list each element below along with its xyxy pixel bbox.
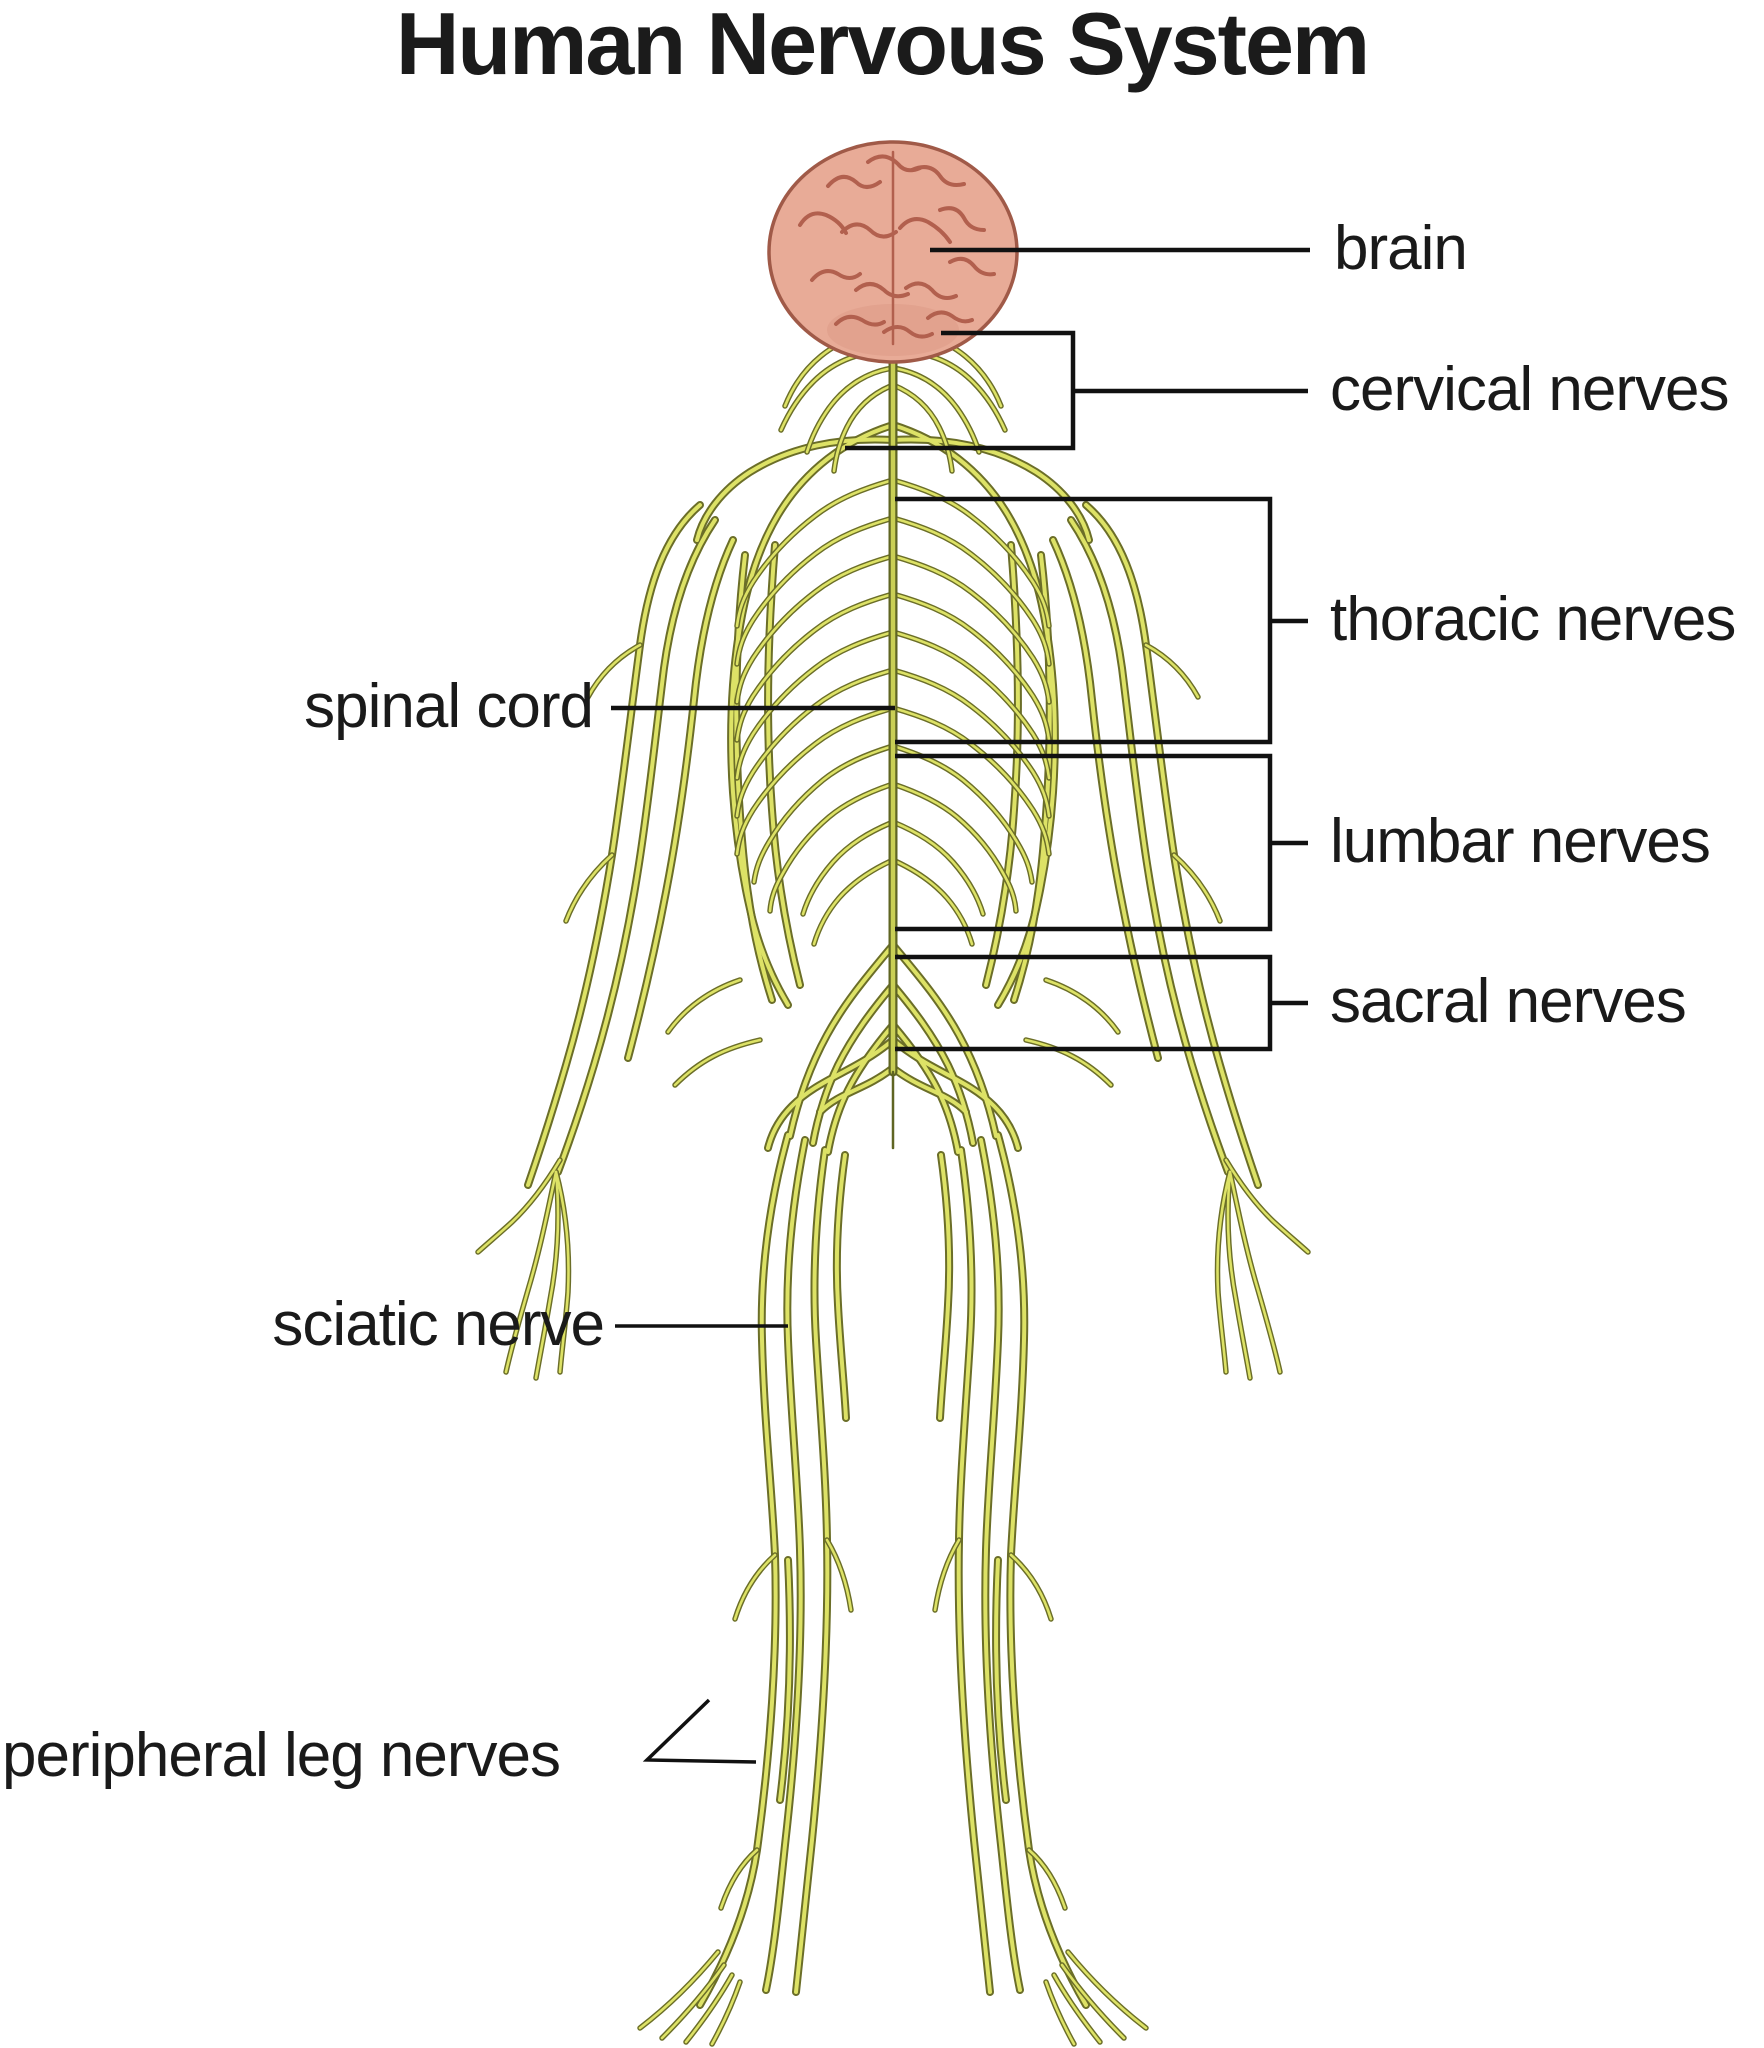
label-lumbar-nerves: lumbar nerves: [1330, 806, 1711, 876]
label-thoracic-nerves: thoracic nerves: [1330, 584, 1736, 654]
label-sciatic-nerve: sciatic nerve: [272, 1289, 605, 1359]
body-nerves-right: [893, 321, 1308, 2044]
label-cervical-nerves: cervical nerves: [1330, 354, 1729, 424]
brain-illustration: [767, 140, 1019, 364]
peripheral-leader-line: [642, 1698, 757, 1764]
label-brain: brain: [1334, 213, 1468, 283]
label-spinal-cord: spinal cord: [304, 671, 594, 741]
label-peripheral-leg-nerves: peripheral leg nerves: [2, 1720, 561, 1790]
page-title: Human Nervous System: [395, 0, 1370, 93]
label-sacral-nerves: sacral nerves: [1330, 966, 1687, 1036]
